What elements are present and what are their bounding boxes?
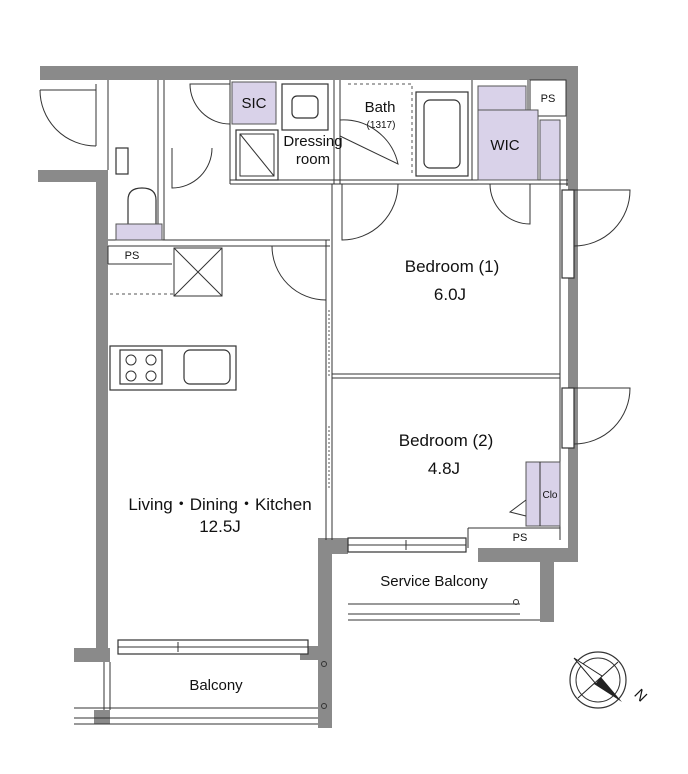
- bedroom2-label: Bedroom (2): [399, 431, 493, 450]
- ps-bottom-label: PS: [513, 532, 528, 544]
- bedroom1-label: Bedroom (1): [405, 257, 499, 276]
- clo-label: Clo: [542, 490, 557, 501]
- compass: N: [569, 651, 651, 709]
- bath-size-label: (1317): [367, 120, 396, 131]
- ldk-size: 12.5J: [199, 517, 241, 536]
- entrance-door: [39, 84, 97, 147]
- storage-box: [110, 247, 223, 297]
- ps-toilet-label: PS: [125, 250, 140, 262]
- balcony-label: Balcony: [189, 677, 243, 694]
- ldk-label: Living・Dining・Kitchen: [128, 495, 311, 514]
- ps-top-label: PS: [541, 93, 556, 105]
- dressing-label-2: room: [296, 151, 330, 168]
- wic-label: WIC: [490, 137, 519, 154]
- balcony: Balcony: [74, 639, 327, 725]
- bathroom: Bath (1317): [339, 83, 469, 177]
- ldk-doors: [271, 245, 330, 490]
- bedroom-2: Bedroom (2) 4.8J Clo PS: [399, 387, 631, 544]
- bedroom1-size: 6.0J: [434, 285, 466, 304]
- sic-closet: SIC: [189, 81, 277, 125]
- washroom-fixtures: Dressing room: [235, 83, 343, 181]
- walls: [38, 66, 578, 728]
- dressing-label-1: Dressing: [283, 133, 342, 150]
- toilet-room: PS: [107, 147, 213, 265]
- sic-label: SIC: [241, 95, 266, 112]
- ps-top: PS: [529, 79, 567, 117]
- bath-label: Bath: [365, 99, 396, 116]
- kitchen-counter: Living・Dining・Kitchen 12.5J: [109, 345, 312, 536]
- bedroom2-size: 4.8J: [428, 459, 460, 478]
- bedroom-1: Bedroom (1) 6.0J: [341, 183, 631, 304]
- service-balcony: Service Balcony: [347, 537, 540, 621]
- compass-needle-icon: [573, 657, 622, 702]
- service-balcony-label: Service Balcony: [380, 573, 488, 590]
- compass-north-label: N: [631, 686, 651, 706]
- wic-closet: WIC: [477, 85, 561, 225]
